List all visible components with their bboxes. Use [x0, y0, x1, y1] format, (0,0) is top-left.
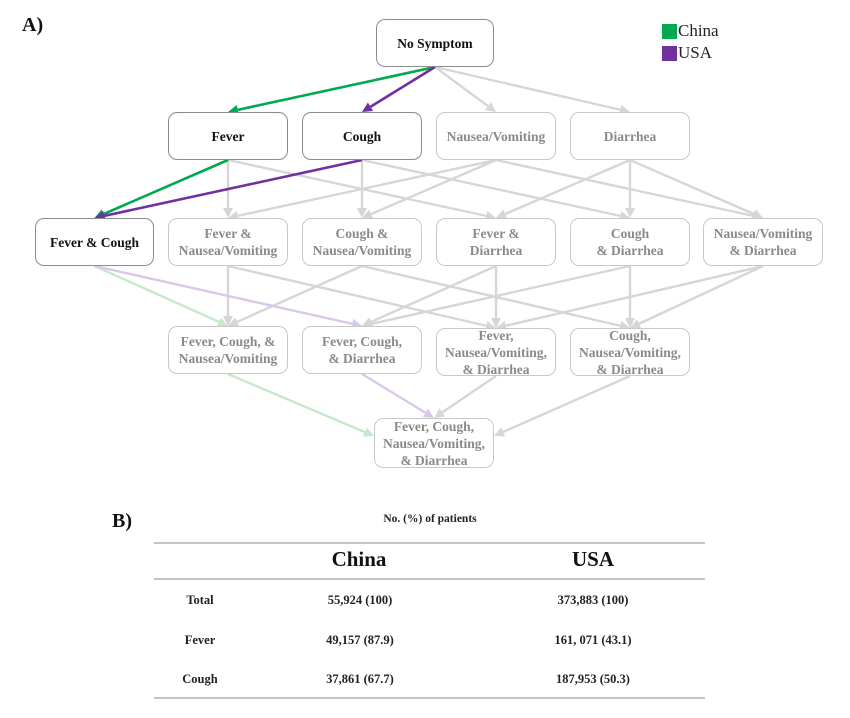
edge-C-to-CD	[361, 158, 621, 218]
arrowhead-FCN-to-FCND	[362, 427, 374, 437]
table-caption: No. (%) of patients	[383, 513, 477, 525]
edge-none-to-D	[434, 65, 621, 111]
legend-swatch-china	[662, 23, 677, 39]
legend-label-china: China	[678, 21, 719, 40]
arrowhead-C-to-CN	[357, 208, 367, 218]
symptom-lattice-diagram: No Symptom Fever Cough Nausea/Vomiting D…	[35, 19, 823, 468]
edges-layer	[94, 65, 764, 437]
arrowhead-FN-to-FCN	[223, 316, 233, 326]
edge-FD-to-FCD	[370, 264, 497, 324]
row-label-total: Total	[186, 593, 214, 607]
row-label-fever: Fever	[184, 633, 216, 647]
edge-D-to-FD	[504, 158, 631, 216]
cell-usa-total: 373,883 (100)	[557, 593, 629, 607]
arrowhead-FC-to-FCN	[216, 317, 228, 327]
edge-none-to-C	[369, 65, 436, 108]
node-fever-diarrhea: Fever & Diarrhea	[436, 218, 556, 266]
node-nausea-diarrhea: Nausea/Vomiting & Diarrhea	[703, 218, 823, 266]
legend-label-usa: USA	[678, 43, 713, 62]
legend: China USA	[662, 20, 719, 64]
cell-china-total: 55,924 (100)	[327, 593, 393, 607]
arrowhead-D-to-ND	[751, 209, 763, 219]
node-fever-cough-diarrhea: Fever, Cough, & Diarrhea	[302, 326, 422, 374]
arrowhead-FD-to-FND	[491, 318, 501, 328]
column-header-usa: USA	[571, 547, 614, 571]
edge-F-to-FD	[227, 158, 487, 218]
edge-N-to-CN	[370, 158, 497, 216]
node-fever-nausea-diarrhea: Fever, Nausea/Vomiting, & Diarrhea	[436, 328, 556, 377]
arrowhead-ND-to-CND	[630, 319, 642, 329]
legend-swatch-usa	[662, 45, 677, 61]
legend-item-usa: USA	[662, 42, 719, 64]
edge-FN-to-FND	[227, 264, 487, 327]
node-fever-nausea: Fever & Nausea/Vomiting	[168, 218, 288, 266]
edge-N-to-FN	[237, 158, 497, 218]
node-no-symptom: No Symptom	[376, 19, 494, 67]
arrowhead-D-to-CD	[625, 208, 635, 218]
edge-D-to-ND	[629, 158, 755, 216]
edge-FC-to-FCD	[94, 264, 353, 325]
cell-china-fever: 49,157 (87.9)	[326, 633, 394, 647]
node-cough-nausea: Cough & Nausea/Vomiting	[302, 218, 422, 266]
cell-usa-fever: 161, 071 (43.1)	[554, 633, 632, 647]
node-all-symptoms: Fever, Cough, Nausea/Vomiting, & Diarrhe…	[374, 418, 494, 468]
edge-FCN-to-FCND	[227, 372, 366, 434]
node-fever: Fever	[168, 112, 288, 160]
node-diarrhea: Diarrhea	[570, 112, 690, 160]
arrowhead-FND-to-FCND	[434, 408, 446, 418]
arrowhead-FCD-to-FCND	[422, 408, 434, 418]
edge-ND-to-CND	[638, 264, 764, 325]
edge-N-to-ND	[495, 158, 754, 218]
legend-item-china: China	[662, 20, 719, 42]
panel-a-label: A)	[22, 14, 44, 36]
cell-usa-cough: 187,953 (50.3)	[556, 672, 630, 686]
row-label-cough: Cough	[182, 672, 218, 686]
arrowhead-N-to-CN	[362, 209, 374, 219]
edge-FND-to-FCND	[441, 375, 497, 414]
table-top-rule	[154, 542, 705, 544]
edge-CND-to-FCND	[502, 374, 631, 434]
table-header-rule	[154, 578, 705, 580]
arrowhead-none-to-C	[362, 102, 374, 112]
edge-CD-to-FCD	[371, 264, 631, 325]
arrowhead-D-to-FD	[496, 209, 508, 219]
node-cough-diarrhea: Cough & Diarrhea	[570, 218, 690, 266]
edge-C-to-FC	[103, 158, 363, 218]
edge-F-to-FC	[103, 158, 229, 216]
arrowhead-CND-to-FCND	[494, 427, 506, 437]
panel-b-label: B)	[112, 510, 132, 532]
column-header-china: China	[331, 547, 387, 571]
node-fever-cough-nausea: Fever, Cough, & Nausea/Vomiting	[168, 326, 288, 374]
table-bottom-rule	[154, 697, 705, 699]
edge-none-to-N	[434, 66, 489, 108]
edge-CN-to-FCN	[236, 264, 363, 324]
arrowhead-CN-to-FCN	[228, 317, 240, 327]
node-cough: Cough	[302, 112, 422, 160]
node-nausea-vomiting: Nausea/Vomiting	[436, 112, 556, 160]
node-fever-cough: Fever & Cough	[35, 218, 154, 266]
edge-FCD-to-FCND	[361, 372, 427, 414]
edge-ND-to-FND	[505, 264, 764, 327]
arrowhead-F-to-FN	[223, 208, 233, 218]
cell-china-cough: 37,861 (67.7)	[326, 672, 394, 686]
node-cough-nausea-diarrhea: Cough, Nausea/Vomiting, & Diarrhea	[570, 328, 690, 377]
arrowhead-CD-to-CND	[625, 318, 635, 328]
edge-none-to-F	[237, 65, 436, 112]
arrowhead-none-to-N	[484, 102, 496, 112]
edge-FC-to-FCN	[94, 264, 220, 323]
